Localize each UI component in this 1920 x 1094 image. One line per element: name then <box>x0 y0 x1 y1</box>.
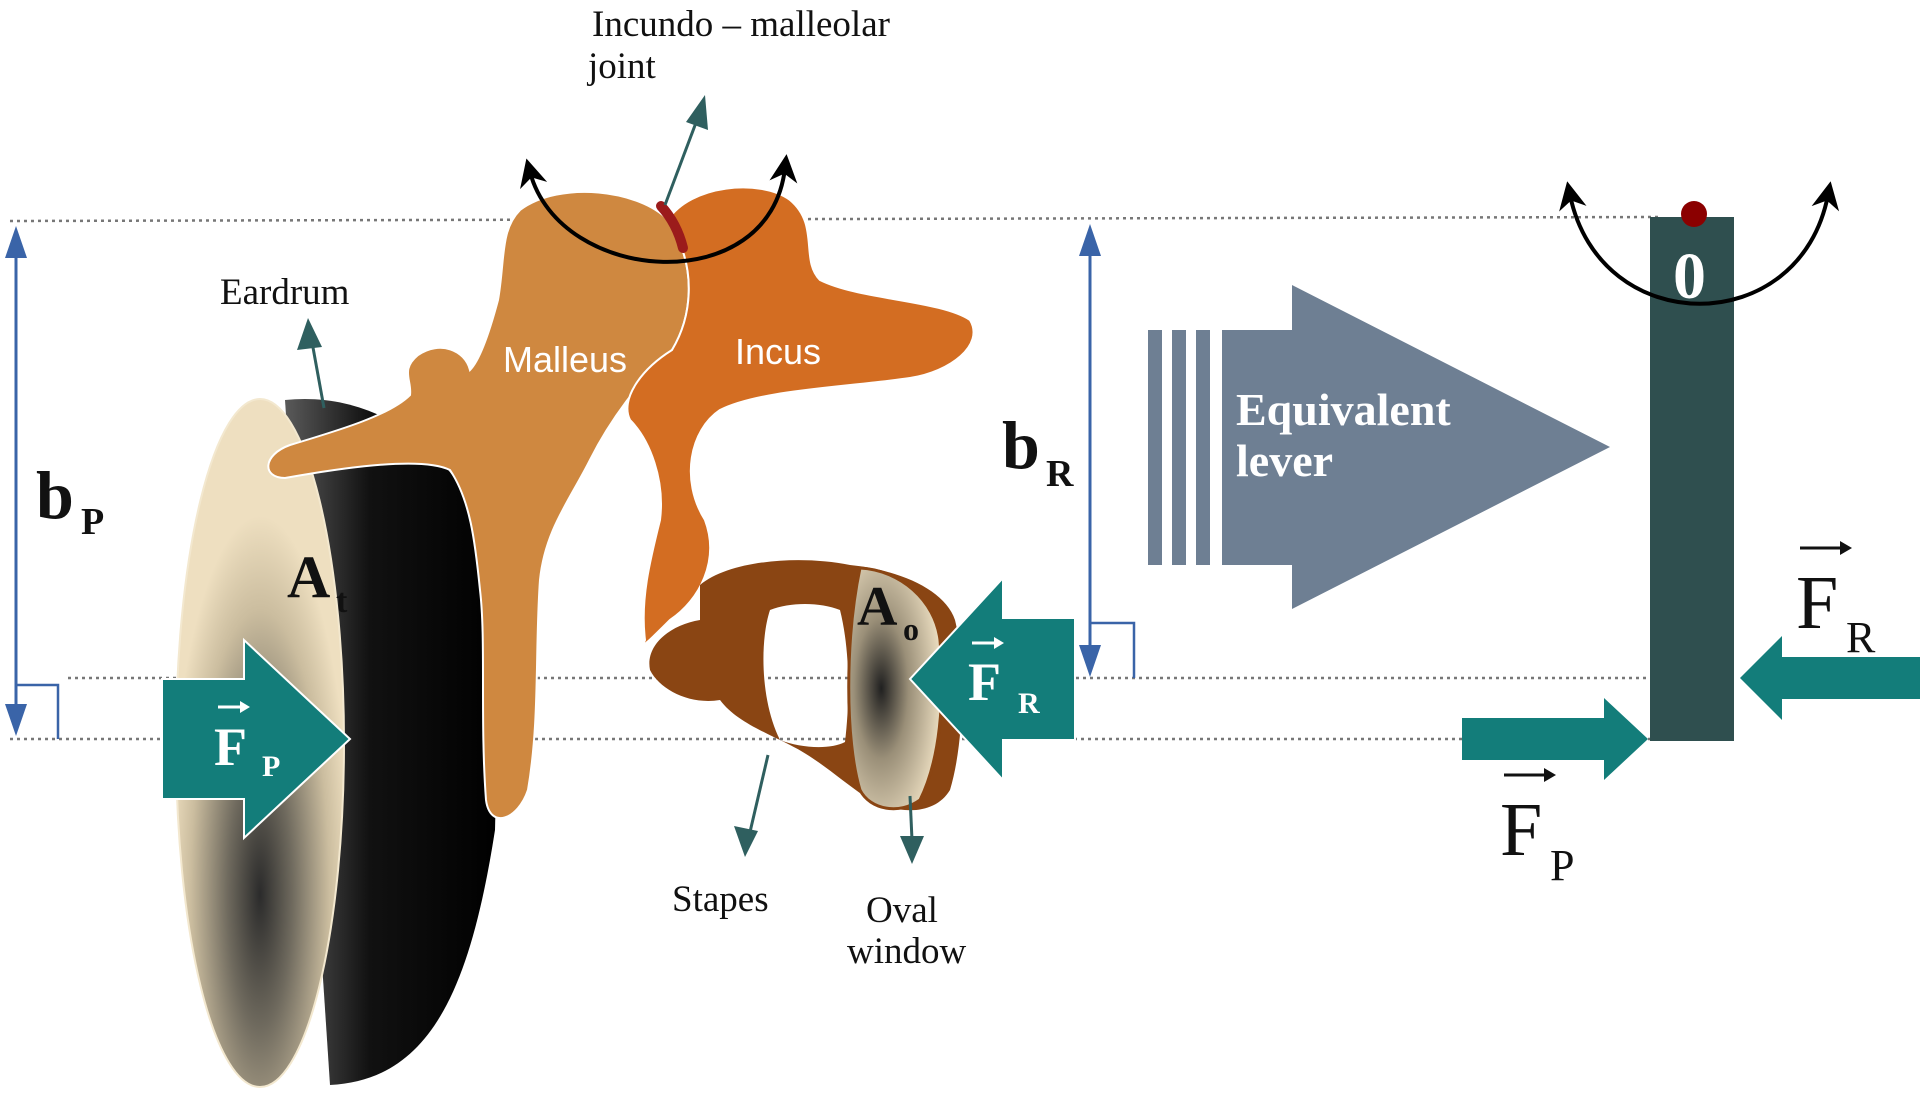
fr-force-label: F R <box>968 637 1040 720</box>
equivalent-lever-arrow <box>1148 285 1610 609</box>
ao-sub: o <box>903 611 919 647</box>
fr-sub: R <box>1018 687 1040 720</box>
malleus-label: Malleus <box>503 339 627 380</box>
eardrum-label: Eardrum <box>220 272 350 313</box>
joint-rotation-arc <box>520 154 798 264</box>
oval-window <box>847 566 944 811</box>
at-sub: t <box>336 583 348 620</box>
lever-fp-arrow <box>1462 698 1648 780</box>
ao-symbol: A o <box>857 576 919 647</box>
lever-fr-label: F R <box>1796 541 1876 662</box>
bp-sub: P <box>81 501 104 543</box>
pivot-dot <box>1681 201 1707 227</box>
lever-rotation-arc <box>1559 181 1840 306</box>
bp-main: b <box>36 457 74 533</box>
bp-symbol: b P <box>36 457 104 543</box>
stapes-label: Stapes <box>672 879 769 920</box>
fr-main: F <box>968 652 1001 712</box>
fp-main: F <box>214 717 247 777</box>
at-main: A <box>287 544 330 610</box>
fp-force-arrow <box>161 637 352 841</box>
fr-force-arrow <box>908 575 1076 783</box>
ao-main: A <box>857 576 898 638</box>
at-symbol: A t <box>287 544 348 620</box>
br-main: b <box>1002 407 1040 483</box>
oval-window-label-line2: window <box>847 931 967 972</box>
top-reference-line <box>9 215 1661 223</box>
incus-label: Incus <box>735 331 821 372</box>
equivalent-label-line1: Equivalent <box>1236 384 1451 435</box>
oval-window-label-line1: Oval <box>866 890 938 931</box>
joint-label-line2: joint <box>586 46 657 87</box>
joint-pointer <box>663 95 708 206</box>
fp-force-label: F P <box>214 701 280 783</box>
lever-fr-arrow <box>1740 636 1920 720</box>
lever-fp-sub: P <box>1550 841 1574 890</box>
incus-bone <box>626 186 975 645</box>
joint-label-line1: Incundo – malleolar <box>592 4 890 45</box>
br-symbol: b R <box>1002 407 1074 495</box>
br-dimension <box>1079 224 1136 678</box>
lever-fp-main: F <box>1500 788 1542 872</box>
bp-dimension <box>5 226 60 739</box>
lever-fr-main: F <box>1796 561 1838 645</box>
fp-sub: P <box>262 750 280 783</box>
br-sub: R <box>1046 453 1074 495</box>
eardrum-pointer <box>297 318 326 409</box>
lever-fr-sub: R <box>1846 613 1876 662</box>
equivalent-label-line2: lever <box>1236 435 1333 486</box>
joint-mark <box>656 201 688 253</box>
oval-window-pointer <box>900 795 924 864</box>
lever-fp-label: F P <box>1500 768 1574 890</box>
stapes-pointer <box>734 754 770 857</box>
